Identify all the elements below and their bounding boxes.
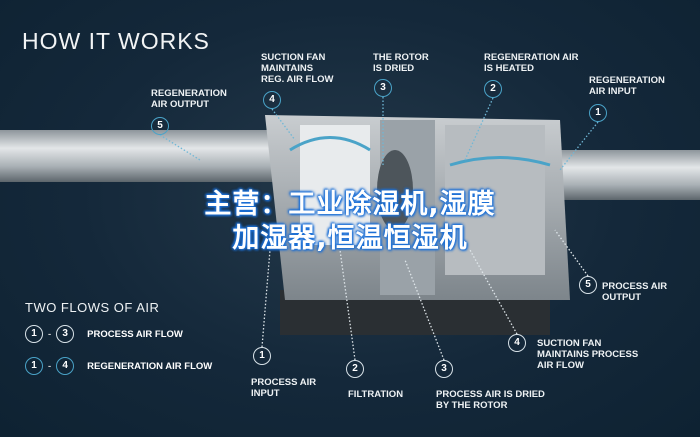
left-duct — [0, 130, 285, 182]
overlay-banner: 主营：工业除湿机,湿膜 加湿器,恒温恒湿机 — [0, 188, 700, 256]
callout-number: 1 — [253, 347, 271, 365]
callout-number: 1 — [589, 104, 607, 122]
overlay-line-2: 加湿器,恒温恒湿机 — [232, 223, 468, 254]
callout-label: PROCESS AIR IS DRIED BY THE ROTOR — [436, 389, 545, 411]
legend-row-regen: 1 - 4 REGENERATION AIR FLOW — [25, 357, 212, 375]
legend-from: 1 — [25, 325, 43, 343]
callout-number: 3 — [374, 79, 392, 97]
callout-number: 2 — [346, 360, 364, 378]
right-duct — [555, 150, 700, 200]
callout-label: SUCTION FAN MAINTAINS REG. AIR FLOW — [261, 52, 334, 85]
legend-from: 1 — [25, 357, 43, 375]
dash: - — [48, 360, 52, 372]
legend-title: TWO FLOWS OF AIR — [25, 300, 160, 315]
page-title: HOW IT WORKS — [22, 28, 210, 54]
legend-to: 4 — [56, 357, 75, 375]
legend-row-process: 1 - 3 PROCESS AIR FLOW — [25, 325, 183, 343]
callout-label: FILTRATION — [348, 389, 404, 400]
callout-number: 3 — [435, 360, 453, 378]
callout-label: REGENERATION AIR OUTPUT — [151, 88, 227, 110]
callout-number: 5 — [579, 276, 597, 294]
callout-number: 4 — [508, 334, 526, 352]
callout-number: 5 — [151, 117, 169, 135]
callout-label: SUCTION FAN MAINTAINS PROCESS AIR FLOW — [537, 338, 639, 371]
callout-number: 2 — [484, 80, 502, 98]
legend-label: PROCESS AIR FLOW — [87, 328, 183, 340]
legend-label: REGENERATION AIR FLOW — [87, 360, 213, 372]
legend-to: 3 — [56, 325, 75, 343]
callout-label: PROCESS AIR INPUT — [251, 377, 317, 399]
callout-label: REGENERATION AIR INPUT — [589, 75, 665, 97]
callout-label: REGENERATION AIR IS HEATED — [484, 52, 579, 74]
callout-label: THE ROTOR IS DRIED — [373, 52, 429, 74]
callout-label: PROCESS AIR OUTPUT — [602, 281, 668, 303]
rotor — [377, 150, 413, 230]
overlay-line-1: 主营：工业除湿机,湿膜 — [204, 189, 496, 220]
callout-number: 4 — [263, 91, 281, 109]
dash: - — [48, 328, 52, 340]
